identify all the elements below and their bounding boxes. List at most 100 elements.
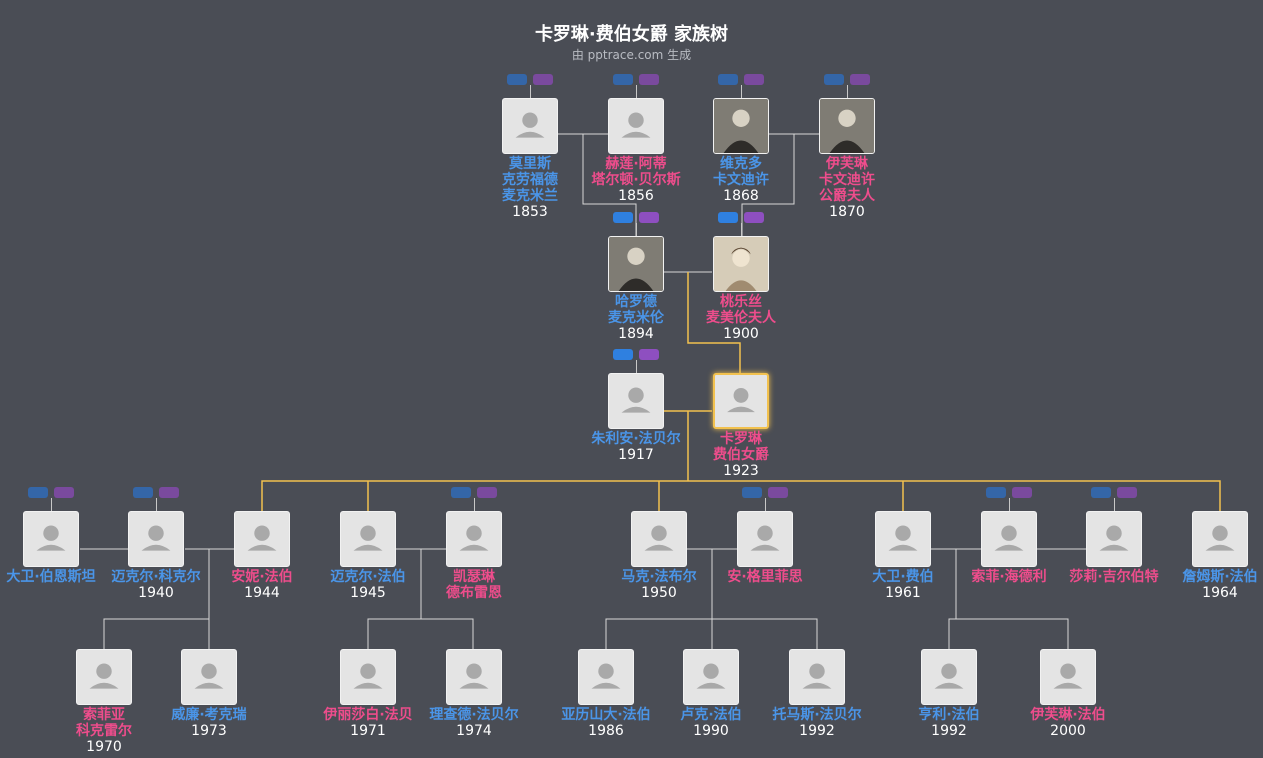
show-father-button[interactable] bbox=[507, 74, 527, 85]
person-name-line: 马克·法布尔 bbox=[621, 569, 697, 585]
show-father-button[interactable] bbox=[718, 212, 738, 223]
person-silhouette-icon[interactable] bbox=[502, 98, 558, 154]
person-name: 威廉·考克瑞 bbox=[139, 707, 279, 723]
portrait-photo[interactable] bbox=[608, 236, 664, 292]
person-silhouette-icon[interactable] bbox=[1192, 511, 1248, 567]
show-mother-button[interactable] bbox=[54, 487, 74, 498]
person-name-line: 桃乐丝 bbox=[720, 294, 762, 310]
person-silhouette-icon[interactable] bbox=[23, 511, 79, 567]
portrait-photo[interactable] bbox=[819, 98, 875, 154]
person-silhouette-icon[interactable] bbox=[234, 511, 290, 567]
show-father-button[interactable] bbox=[613, 349, 633, 360]
show-father-button[interactable] bbox=[133, 487, 153, 498]
portrait-photo[interactable] bbox=[713, 98, 769, 154]
birth-year: 1944 bbox=[244, 585, 280, 601]
person-silhouette-icon[interactable] bbox=[683, 649, 739, 705]
person-name: 维克多卡文迪许 bbox=[671, 156, 811, 188]
show-father-button[interactable] bbox=[742, 487, 762, 498]
person-name-line: 迈克尔·法伯 bbox=[330, 569, 406, 585]
person-silhouette-icon[interactable] bbox=[446, 649, 502, 705]
show-mother-button[interactable] bbox=[477, 487, 497, 498]
person-silhouette-icon[interactable] bbox=[737, 511, 793, 567]
person-silhouette-icon[interactable] bbox=[128, 511, 184, 567]
person-silhouette-icon[interactable] bbox=[578, 649, 634, 705]
person-name: 马克·法布尔 bbox=[589, 569, 729, 585]
person-silhouette-icon[interactable] bbox=[921, 649, 977, 705]
show-father-button[interactable] bbox=[1091, 487, 1111, 498]
person-name-line: 安·格里菲思 bbox=[727, 569, 803, 585]
person-name-line: 迈克尔·科克尔 bbox=[111, 569, 201, 585]
person-name-line: 大卫·伯恩斯坦 bbox=[6, 569, 96, 585]
person-silhouette-icon[interactable] bbox=[875, 511, 931, 567]
person-silhouette-icon[interactable] bbox=[981, 511, 1037, 567]
show-father-button[interactable] bbox=[824, 74, 844, 85]
children-link-p17-p18 bbox=[948, 549, 1069, 649]
person-silhouette-icon[interactable] bbox=[1040, 649, 1096, 705]
parent-toggle-stem bbox=[741, 223, 742, 236]
show-mother-button[interactable] bbox=[1012, 487, 1032, 498]
birth-year: 1853 bbox=[512, 204, 548, 220]
person-name-line: 科克雷尔 bbox=[76, 723, 132, 739]
person-silhouette-icon[interactable] bbox=[608, 373, 664, 429]
person-silhouette-icon[interactable] bbox=[446, 511, 502, 567]
portrait-photo[interactable] bbox=[713, 236, 769, 292]
person-name-line: 麦克米兰 bbox=[502, 188, 558, 204]
show-father-button[interactable] bbox=[613, 74, 633, 85]
person-name-line: 伊芙琳·法伯 bbox=[1030, 707, 1106, 723]
person-name-line: 凯瑟琳 bbox=[453, 569, 495, 585]
parent-toggle-stem bbox=[474, 498, 475, 511]
show-mother-button[interactable] bbox=[744, 74, 764, 85]
person-name: 哈罗德麦克米伦 bbox=[566, 294, 706, 326]
person-silhouette-icon[interactable] bbox=[181, 649, 237, 705]
person-name-line: 麦克米伦 bbox=[608, 310, 664, 326]
show-mother-button[interactable] bbox=[533, 74, 553, 85]
person-name-line: 理查德·法贝尔 bbox=[429, 707, 519, 723]
show-mother-button[interactable] bbox=[1117, 487, 1137, 498]
person-name: 大卫·伯恩斯坦 bbox=[0, 569, 121, 585]
show-mother-button[interactable] bbox=[768, 487, 788, 498]
person-silhouette-icon[interactable] bbox=[608, 98, 664, 154]
show-mother-button[interactable] bbox=[850, 74, 870, 85]
person-name-line: 塔尔顿·贝尔斯 bbox=[591, 172, 681, 188]
birth-year: 1870 bbox=[829, 204, 865, 220]
person-name: 迈克尔·法伯 bbox=[298, 569, 438, 585]
parent-toggle-stem bbox=[1009, 498, 1010, 511]
person-silhouette-icon[interactable] bbox=[789, 649, 845, 705]
person-silhouette-icon[interactable] bbox=[713, 373, 769, 429]
person-name-line: 安妮·法伯 bbox=[231, 569, 293, 585]
person-name-line: 朱利安·法贝尔 bbox=[591, 431, 681, 447]
child-link-p5 bbox=[582, 134, 637, 236]
person-silhouette-icon[interactable] bbox=[340, 511, 396, 567]
show-mother-button[interactable] bbox=[744, 212, 764, 223]
show-father-button[interactable] bbox=[613, 212, 633, 223]
person-name-line: 卡文迪许 bbox=[819, 172, 875, 188]
person-name-line: 莫里斯 bbox=[509, 156, 551, 172]
show-mother-button[interactable] bbox=[159, 487, 179, 498]
birth-year: 1868 bbox=[723, 188, 759, 204]
birth-year: 1894 bbox=[618, 326, 654, 342]
person-silhouette-icon[interactable] bbox=[1086, 511, 1142, 567]
show-mother-button[interactable] bbox=[639, 74, 659, 85]
show-father-button[interactable] bbox=[451, 487, 471, 498]
children-link-p10-p11 bbox=[103, 549, 210, 649]
person-name: 伊丽莎白·法贝 bbox=[298, 707, 438, 723]
person-name: 朱利安·法贝尔 bbox=[566, 431, 706, 447]
show-father-button[interactable] bbox=[986, 487, 1006, 498]
person-silhouette-icon[interactable] bbox=[631, 511, 687, 567]
show-mother-button[interactable] bbox=[639, 349, 659, 360]
children-link-p14-p15 bbox=[605, 549, 818, 649]
person-name: 理查德·法贝尔 bbox=[404, 707, 544, 723]
show-father-button[interactable] bbox=[28, 487, 48, 498]
person-name-line: 公爵夫人 bbox=[819, 188, 875, 204]
person-name-line: 哈罗德 bbox=[615, 294, 657, 310]
person-name-line: 伊芙琳 bbox=[826, 156, 868, 172]
person-silhouette-icon[interactable] bbox=[76, 649, 132, 705]
person-name: 桃乐丝麦美伦夫人 bbox=[671, 294, 811, 326]
parent-toggle-stem bbox=[636, 223, 637, 236]
show-father-button[interactable] bbox=[718, 74, 738, 85]
person-name-line: 克劳福德 bbox=[502, 172, 558, 188]
show-mother-button[interactable] bbox=[639, 212, 659, 223]
person-silhouette-icon[interactable] bbox=[340, 649, 396, 705]
person-name: 莎莉·吉尔伯特 bbox=[1044, 569, 1184, 585]
parent-toggle-stem bbox=[847, 85, 848, 98]
